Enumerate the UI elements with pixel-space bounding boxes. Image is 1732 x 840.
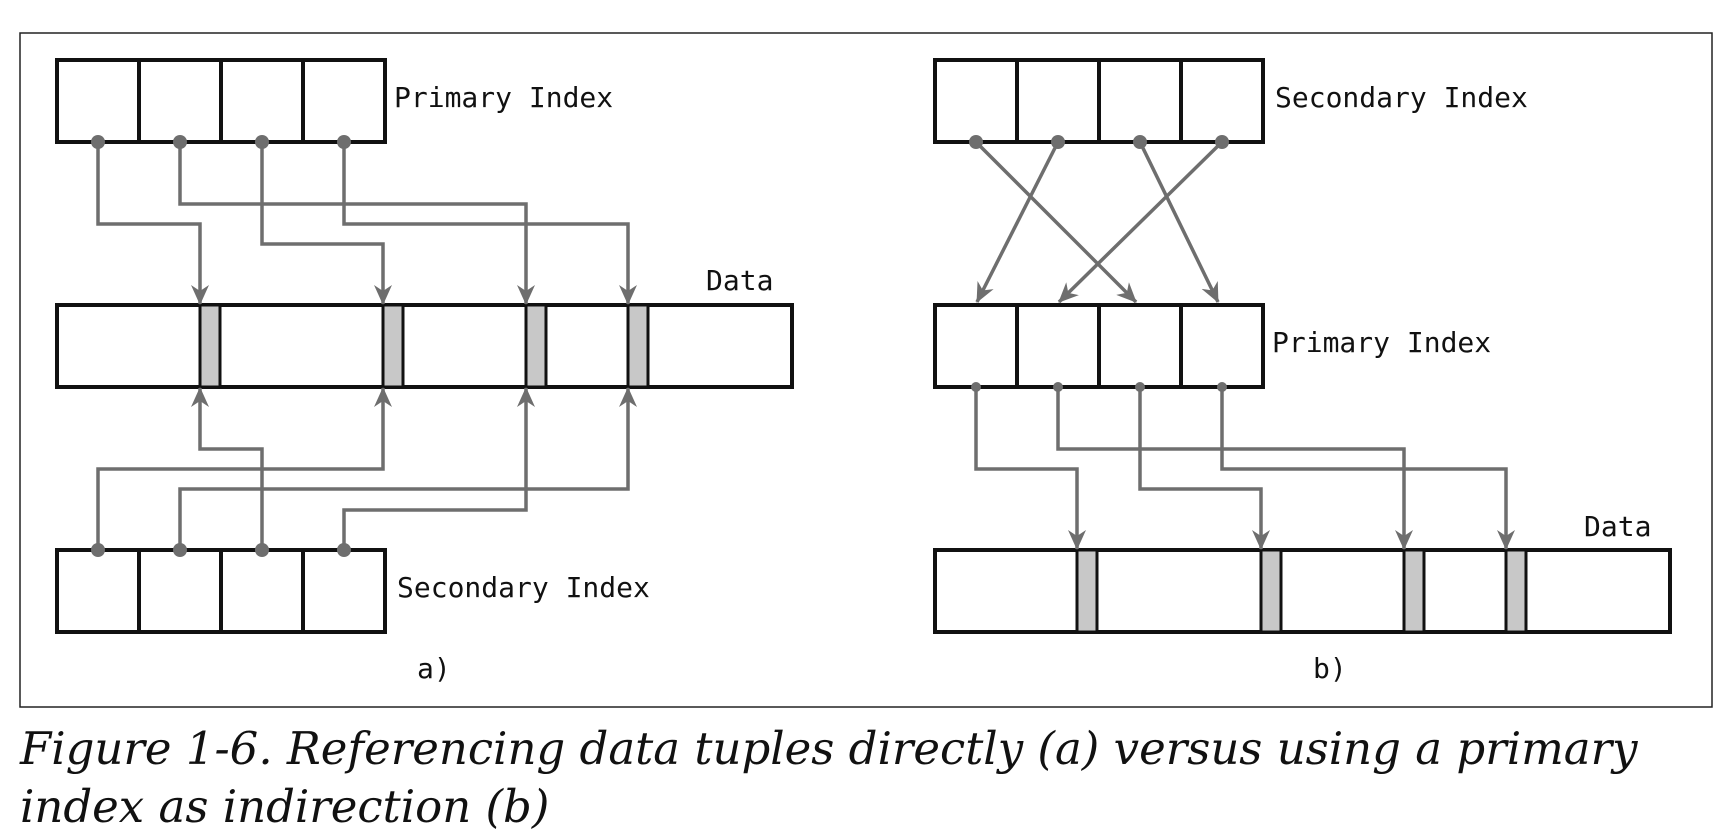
panel-b-primary-index-label: Primary Index [1272,326,1491,359]
panel-b-secondary-pointers [969,135,1229,304]
data-slot [524,303,548,389]
panel-b-data-row [933,548,1672,634]
pointer-line [1220,387,1515,550]
pointer-dot [91,135,105,149]
panel-a-primary-index-label: Primary Index [394,81,613,114]
pointer-dot [255,135,269,149]
pointer-line [1057,140,1224,304]
pointer-dot [173,543,187,557]
figure-frame [19,32,1713,708]
pointer-dot [1051,135,1065,149]
pointer-line [974,387,1086,550]
panel-b-label: b) [1313,652,1347,685]
pointer-dot [971,382,981,392]
pointer-line [178,387,637,550]
pointer-line [342,387,535,550]
panel-b-primary-pointers [971,382,1515,550]
panel-b-secondary-index-label: Secondary Index [1275,81,1528,114]
data-slot [1259,548,1283,634]
panel-a-primary-pointers [91,135,637,305]
panel-a-data-row [55,303,794,389]
pointer-line [1138,141,1220,303]
pointer-dot [173,135,187,149]
pointer-dot [1217,382,1227,392]
index-diagram: Primary Index Data Secondary Index [19,32,1713,708]
pointer-dot [1215,135,1229,149]
data-slot [1504,548,1528,634]
pointer-line [975,141,1060,303]
pointer-line [96,387,392,550]
data-slot [381,303,405,389]
pointer-line [96,142,209,305]
panel-a-secondary-index-label: Secondary Index [397,571,650,604]
panel-a-data-label: Data [706,264,773,297]
panel-b-secondary-index [933,58,1265,144]
pointer-dot [969,135,983,149]
pointer-line [1056,387,1413,550]
data-slot [626,303,650,389]
panel-a-secondary-index [55,548,387,634]
panel-b-primary-index [933,303,1265,389]
pointer-line [974,140,1138,304]
figure-caption: Figure 1-6. Referencing data tuples dire… [20,722,1638,833]
pointer-dot [255,543,269,557]
panel-a-secondary-pointers [91,387,637,557]
pointer-line [260,142,392,305]
panel-a-label: a) [417,652,451,685]
data-slot [198,303,222,389]
pointer-dot [1135,382,1145,392]
pointer-dot [337,135,351,149]
pointer-line [1138,387,1270,550]
panel-b: Secondary Index Primary Index [933,58,1672,685]
panel-a-primary-index [55,58,387,144]
pointer-line [191,387,264,550]
pointer-dot [1133,135,1147,149]
pointer-dot [337,543,351,557]
pointer-line [178,142,535,305]
pointer-dot [1053,382,1063,392]
data-slot [1075,548,1099,634]
data-slot [1402,548,1426,634]
panel-b-data-label: Data [1584,510,1651,543]
panel-a: Primary Index Data Secondary Index [55,58,794,685]
pointer-line [342,142,637,305]
pointer-dot [91,543,105,557]
